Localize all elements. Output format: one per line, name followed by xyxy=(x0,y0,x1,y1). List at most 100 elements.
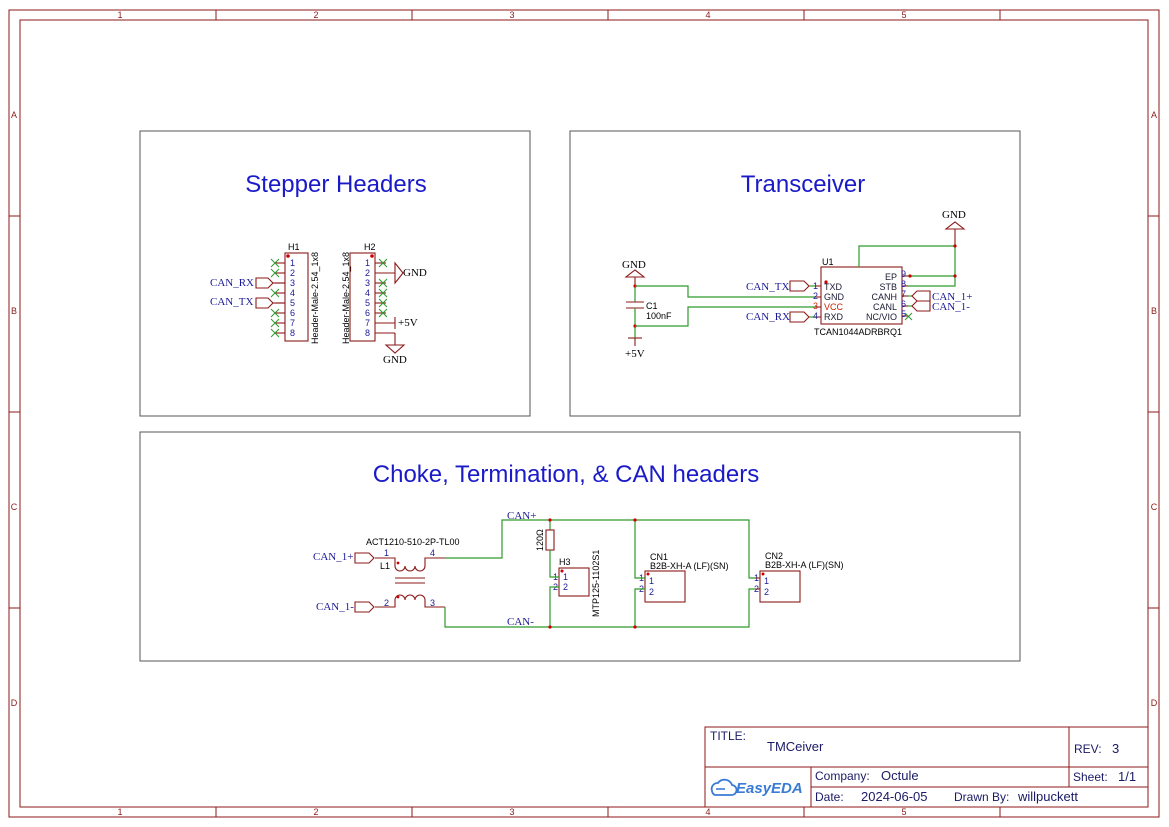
header-h1[interactable]: H1 Header-Male-2.54_1x8 1 2 3 4 5 6 7 8 xyxy=(270,242,320,344)
svg-text:6: 6 xyxy=(365,308,370,318)
svg-text:6: 6 xyxy=(901,299,906,309)
svg-text:CAN_RX: CAN_RX xyxy=(210,277,254,289)
svg-text:2: 2 xyxy=(764,587,769,597)
termination-resistor[interactable]: 120Ω xyxy=(535,518,555,568)
svg-text:1: 1 xyxy=(290,258,295,268)
cn1-value: B2B-XH-A (LF)(SN) xyxy=(650,561,729,571)
svg-text:5: 5 xyxy=(901,309,906,319)
h2-value: Header-Male-2.54_1x8 xyxy=(341,252,351,344)
zone-col-5-bottom: 5 xyxy=(901,807,906,817)
cn1-ref: CN1 xyxy=(650,552,668,562)
net-flag-can-rx-transceiver[interactable]: CAN_RX xyxy=(746,311,815,323)
rev-label: REV: xyxy=(1074,742,1102,756)
svg-text:2: 2 xyxy=(563,582,568,592)
svg-text:+5V: +5V xyxy=(625,348,645,360)
svg-text:GND: GND xyxy=(942,209,966,221)
svg-text:GND: GND xyxy=(622,259,646,271)
svg-text:CAN_1+: CAN_1+ xyxy=(932,291,972,303)
u1-left-pins: 1 TXD 2 GND 3 VCC 4 RXD xyxy=(813,281,845,322)
net-label-can-minus: CAN- xyxy=(507,616,534,628)
zone-row-d: D xyxy=(11,698,18,708)
svg-text:1: 1 xyxy=(563,572,568,582)
h2-pin-numbers: 1 2 3 4 5 6 7 8 xyxy=(365,258,370,338)
date-label: Date: xyxy=(815,790,844,804)
svg-text:CAN_TX: CAN_TX xyxy=(746,281,789,293)
svg-text:+5V: +5V xyxy=(398,317,418,329)
connector-cn2[interactable]: CN2 B2B-XH-A (LF)(SN) 1 2 1 2 xyxy=(754,551,844,603)
svg-text:CANH: CANH xyxy=(871,292,897,302)
svg-text:STB: STB xyxy=(879,282,897,292)
svg-text:8: 8 xyxy=(901,279,906,289)
svg-text:CAN_1-: CAN_1- xyxy=(316,601,354,613)
rev-value: 3 xyxy=(1112,741,1119,756)
svg-text:CANL: CANL xyxy=(873,302,897,312)
svg-text:5: 5 xyxy=(365,298,370,308)
section-transceiver[interactable]: Transceiver GND C1 100nF +5V CAN_TX xyxy=(569,130,1021,417)
svg-text:GND: GND xyxy=(403,267,427,279)
choke-l1[interactable]: ACT1210-510-2P-TL00 L1 1 2 3 4 xyxy=(366,537,460,608)
svg-text:3: 3 xyxy=(365,278,370,288)
section-stepper-headers[interactable]: Stepper Headers H1 Header-Male-2.54_1x8 … xyxy=(139,130,531,417)
svg-text:8: 8 xyxy=(290,328,295,338)
net-flag-can1n-transceiver[interactable]: CAN_1- xyxy=(908,300,970,313)
net-flag-can1n-choke[interactable]: CAN_1- xyxy=(316,601,375,613)
net-flag-can-tx-transceiver[interactable]: CAN_TX xyxy=(746,280,815,293)
svg-text:1: 1 xyxy=(365,258,370,268)
zone-row-a: A xyxy=(11,110,17,120)
gnd-symbol-transceiver-left: GND xyxy=(622,259,646,285)
ic-u1-tcan1044[interactable]: U1 TCAN1044ADRBRQ1 1 TXD 2 GND 3 VCC 4 R… xyxy=(813,257,913,337)
net-flag-can1p-choke[interactable]: CAN_1+ xyxy=(313,551,375,564)
drawn-by-label: Drawn By: xyxy=(954,790,1009,804)
svg-text:2: 2 xyxy=(384,598,389,608)
zone-col-3: 3 xyxy=(509,10,514,20)
svg-text:VCC: VCC xyxy=(824,302,844,312)
h3-ref: H3 xyxy=(559,557,571,567)
svg-text:4: 4 xyxy=(430,548,435,558)
l1-ref: L1 xyxy=(380,561,390,571)
net-flag-can-tx-stepper[interactable]: CAN_TX xyxy=(210,296,285,309)
svg-text:RXD: RXD xyxy=(824,312,844,322)
zone-col-2: 2 xyxy=(313,10,318,20)
svg-text:8: 8 xyxy=(365,328,370,338)
net-flag-can1p-transceiver[interactable]: CAN_1+ xyxy=(908,290,972,303)
zone-row-a-right: A xyxy=(1151,110,1157,120)
header-h2[interactable]: H2 Header-Male-2.54_1x8 1 2 3 4 5 6 7 8 xyxy=(341,242,395,344)
gnd-symbol-transceiver-right: GND xyxy=(942,209,966,246)
capacitor-c1[interactable]: C1 100nF xyxy=(626,284,672,338)
zone-row-b-right: B xyxy=(1151,306,1157,316)
svg-text:GND: GND xyxy=(383,354,407,366)
jumper-h3[interactable]: H3 1 2 1 2 MTP125-1102S1 xyxy=(548,550,601,629)
section-title-choke: Choke, Termination, & CAN headers xyxy=(373,461,759,488)
zone-col-2-bottom: 2 xyxy=(313,807,318,817)
sheet-value: 1/1 xyxy=(1118,769,1136,784)
l1-value: ACT1210-510-2P-TL00 xyxy=(366,537,460,547)
u1-ref: U1 xyxy=(822,257,834,267)
sheet-title: TMCeiver xyxy=(767,739,824,754)
gnd-symbol-h2-pin8: GND xyxy=(383,333,407,366)
svg-text:3: 3 xyxy=(290,278,295,288)
u1-right-pins: EP 9 STB 8 CANH 7 CANL 6 NC/VIO 5 xyxy=(866,269,906,322)
zone-col-4-bottom: 4 xyxy=(705,807,710,817)
section-choke-termination[interactable]: Choke, Termination, & CAN headers ACT121… xyxy=(139,431,1021,662)
zone-row-c: C xyxy=(11,502,18,512)
zone-col-4: 4 xyxy=(705,10,710,20)
cn2-ref: CN2 xyxy=(765,551,783,561)
company-value: Octule xyxy=(881,768,919,783)
svg-text:CAN_TX: CAN_TX xyxy=(210,296,253,308)
c1-value: 100nF xyxy=(646,311,672,321)
svg-text:6: 6 xyxy=(290,308,295,318)
svg-text:1: 1 xyxy=(649,576,654,586)
net-flag-can-rx-stepper[interactable]: CAN_RX xyxy=(210,277,285,289)
connector-cn1[interactable]: CN1 B2B-XH-A (LF)(SN) 1 2 1 2 xyxy=(633,518,729,629)
h1-value: Header-Male-2.54_1x8 xyxy=(310,252,320,344)
h1-no-connect-marks xyxy=(270,258,280,338)
vcc-symbol-h2-pin7: +5V xyxy=(394,317,418,329)
u1-pin5-no-connect xyxy=(904,312,913,321)
svg-text:CAN_1-: CAN_1- xyxy=(932,301,970,313)
logo-text: EasyEDA xyxy=(736,780,803,797)
svg-text:2: 2 xyxy=(365,268,370,278)
svg-text:TXD: TXD xyxy=(824,282,843,292)
svg-text:GND: GND xyxy=(824,292,845,302)
zone-row-b: B xyxy=(11,306,17,316)
